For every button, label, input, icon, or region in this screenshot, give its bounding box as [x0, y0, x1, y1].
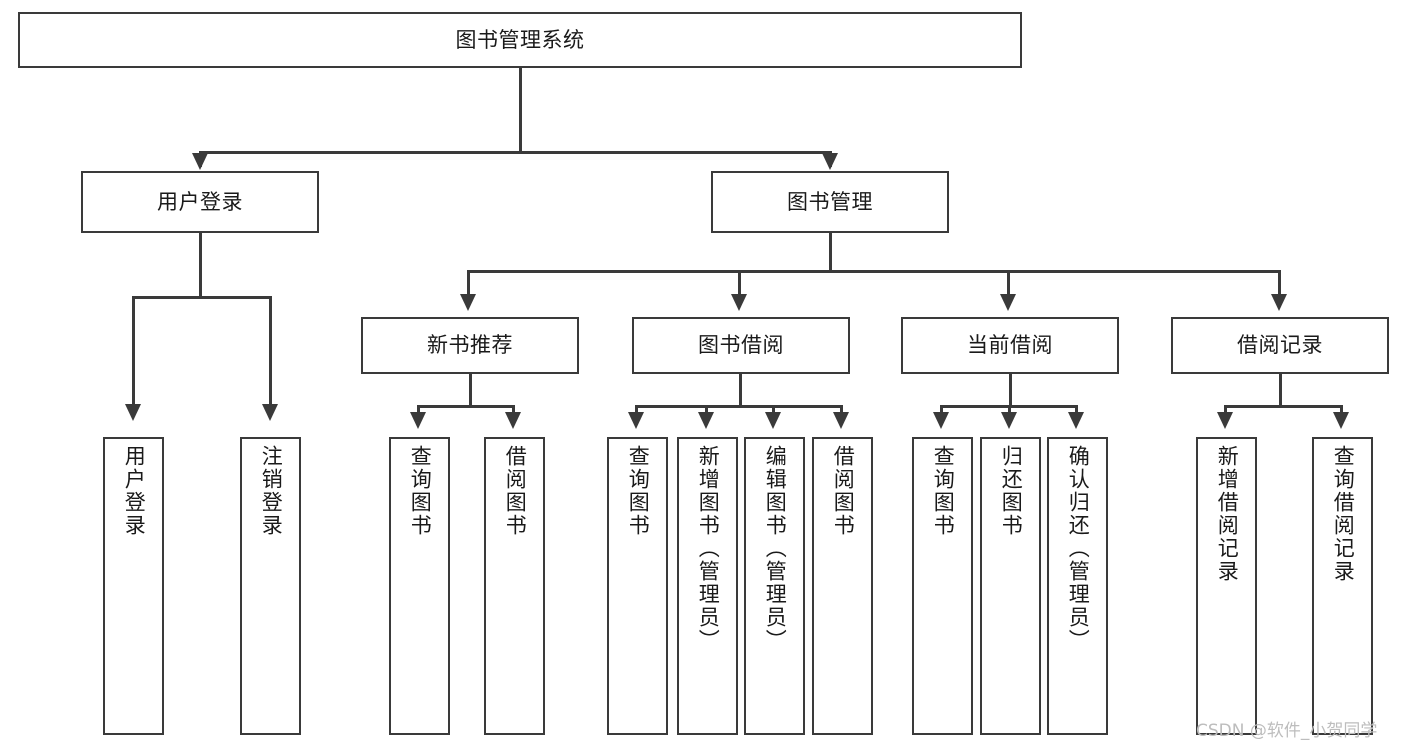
- connector-user-login-to-leaf-2: [269, 296, 272, 404]
- arrowhead-leaf-return-book: [1001, 412, 1017, 429]
- node-leaf-query-record[interactable]: 查询借阅记录: [1312, 437, 1373, 735]
- connector-root-bus: [199, 151, 832, 154]
- node-label: 查询图书: [931, 445, 956, 537]
- connector-nb-to-leaf-1: [417, 405, 420, 413]
- node-leaf-add-record[interactable]: 新增借阅记录: [1196, 437, 1257, 735]
- connector-bb-to-leaf-1: [635, 405, 638, 413]
- node-label: 用户登录: [157, 189, 243, 214]
- arrowhead-leaf-add-record: [1217, 412, 1233, 429]
- arrowhead-leaf-query-book-3: [933, 412, 949, 429]
- node-leaf-edit-book[interactable]: 编辑图书（管理员）: [744, 437, 805, 735]
- node-label: 借阅图书: [503, 445, 528, 537]
- node-label: 新增借阅记录: [1215, 445, 1240, 583]
- connector-user-login-stem: [199, 233, 202, 296]
- node-root-system[interactable]: 图书管理系统: [18, 12, 1022, 68]
- arrowhead-book-borrow: [731, 294, 747, 311]
- arrowhead-leaf-borrow-book-1: [505, 412, 521, 429]
- node-book-manage[interactable]: 图书管理: [711, 171, 949, 233]
- arrowhead-leaf-confirm-return: [1068, 412, 1084, 429]
- connector-nb-to-leaf-2: [512, 405, 515, 413]
- connector-new-book-bus: [417, 405, 515, 408]
- node-borrow-record[interactable]: 借阅记录: [1171, 317, 1389, 374]
- connector-book-manage-stem: [829, 233, 832, 272]
- node-label: 确认归还（管理员）: [1066, 445, 1091, 652]
- arrowhead-leaf-query-record: [1333, 412, 1349, 429]
- node-label: 借阅图书: [831, 445, 856, 537]
- node-leaf-user-logout[interactable]: 注销登录: [240, 437, 301, 735]
- node-leaf-query-book-3[interactable]: 查询图书: [912, 437, 973, 735]
- node-label: 图书管理系统: [455, 27, 585, 52]
- connector-bb-to-leaf-2: [705, 405, 708, 413]
- connector-bm-to-new-book: [467, 270, 470, 294]
- arrowhead-book-manage: [822, 153, 838, 170]
- node-label: 查询图书: [626, 445, 651, 537]
- arrowhead-user-login: [192, 153, 208, 170]
- node-label: 图书借阅: [698, 333, 784, 358]
- connector-book-borrow-bus: [635, 405, 843, 408]
- arrowhead-leaf-borrow-book-2: [833, 412, 849, 429]
- node-label: 查询图书: [408, 445, 433, 537]
- node-book-borrow[interactable]: 图书借阅: [632, 317, 850, 374]
- connector-br-to-leaf-2: [1340, 405, 1343, 413]
- connector-borrow-record-stem: [1279, 374, 1282, 407]
- node-label: 当前借阅: [967, 333, 1053, 358]
- node-leaf-user-login[interactable]: 用户登录: [103, 437, 164, 735]
- node-new-book-recommend[interactable]: 新书推荐: [361, 317, 579, 374]
- connector-book-borrow-stem: [739, 374, 742, 407]
- arrowhead-leaf-query-book-2: [628, 412, 644, 429]
- arrowhead-new-book-recommend: [460, 294, 476, 311]
- node-leaf-return-book[interactable]: 归还图书: [980, 437, 1041, 735]
- node-leaf-add-book[interactable]: 新增图书（管理员）: [677, 437, 738, 735]
- connector-br-to-leaf-1: [1224, 405, 1227, 413]
- arrowhead-leaf-query-book-1: [410, 412, 426, 429]
- connector-bb-to-leaf-3: [772, 405, 775, 413]
- connector-user-login-bus: [132, 296, 270, 299]
- node-label: 新书推荐: [427, 333, 513, 358]
- connector-new-book-stem: [469, 374, 472, 407]
- connector-cb-to-leaf-1: [940, 405, 943, 413]
- node-label: 借阅记录: [1237, 333, 1323, 358]
- node-user-login[interactable]: 用户登录: [81, 171, 319, 233]
- node-label: 用户登录: [122, 445, 147, 537]
- node-current-borrow[interactable]: 当前借阅: [901, 317, 1119, 374]
- node-label: 注销登录: [259, 445, 284, 537]
- node-leaf-query-book-2[interactable]: 查询图书: [607, 437, 668, 735]
- connector-cb-to-leaf-2: [1008, 405, 1011, 413]
- connector-cb-to-leaf-3: [1075, 405, 1078, 413]
- connector-user-login-to-leaf-1: [132, 296, 135, 404]
- arrowhead-leaf-user-logout: [262, 404, 278, 421]
- connector-current-borrow-stem: [1009, 374, 1012, 407]
- csdn-watermark: CSDN @软件_小贺同学: [1196, 721, 1378, 741]
- node-leaf-borrow-book-2[interactable]: 借阅图书: [812, 437, 873, 735]
- arrowhead-leaf-add-book: [698, 412, 714, 429]
- node-label: 编辑图书（管理员）: [763, 445, 788, 652]
- connector-borrow-record-bus: [1224, 405, 1343, 408]
- arrowhead-current-borrow: [1000, 294, 1016, 311]
- connector-bm-to-current-borrow: [1007, 270, 1010, 294]
- node-label: 查询借阅记录: [1331, 445, 1356, 583]
- connector-bm-to-borrow-record: [1278, 270, 1281, 294]
- node-label: 图书管理: [787, 189, 873, 214]
- arrowhead-borrow-record: [1271, 294, 1287, 311]
- arrowhead-leaf-edit-book: [765, 412, 781, 429]
- node-leaf-borrow-book-1[interactable]: 借阅图书: [484, 437, 545, 735]
- connector-bm-to-book-borrow: [738, 270, 741, 294]
- arrowhead-leaf-user-login: [125, 404, 141, 421]
- node-label: 归还图书: [999, 445, 1024, 537]
- node-label: 新增图书（管理员）: [696, 445, 721, 652]
- connector-bb-to-leaf-4: [840, 405, 843, 413]
- node-leaf-query-book-1[interactable]: 查询图书: [389, 437, 450, 735]
- connector-book-manage-bus: [467, 270, 1281, 273]
- node-leaf-confirm-return[interactable]: 确认归还（管理员）: [1047, 437, 1108, 735]
- connector-root-stem: [519, 68, 522, 153]
